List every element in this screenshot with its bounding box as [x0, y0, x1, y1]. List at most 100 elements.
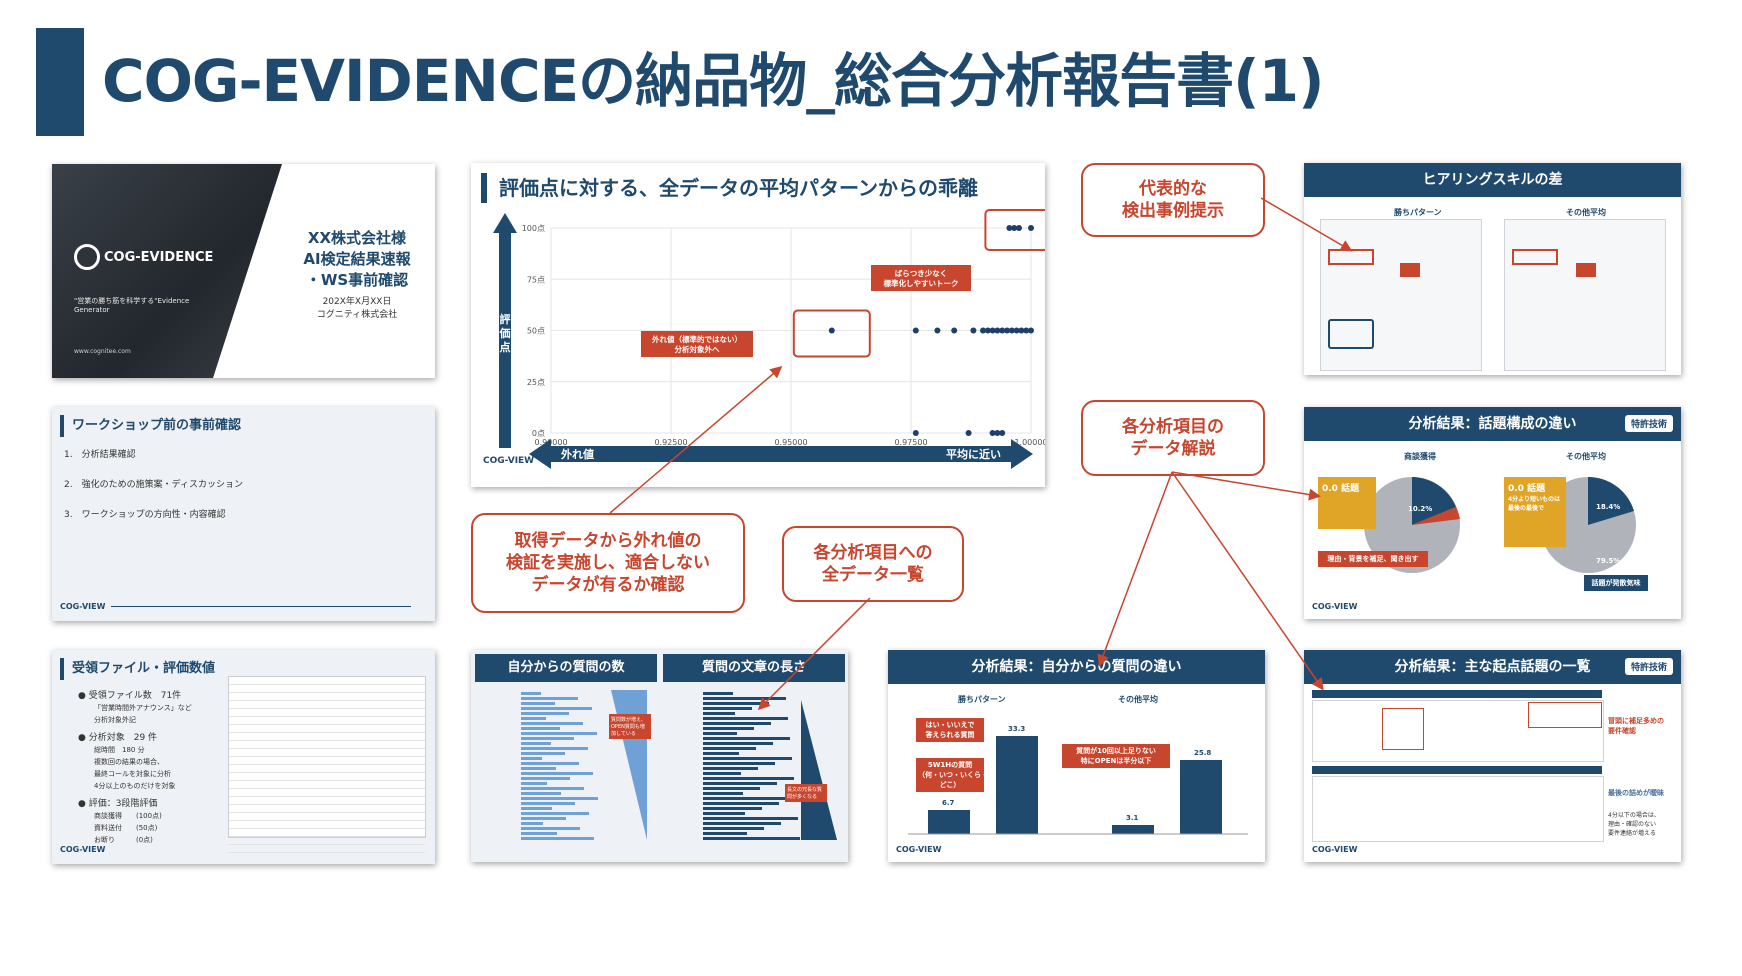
- list-subitem: 4分以上のものだけを対象: [94, 782, 176, 790]
- bar: [521, 837, 594, 840]
- table-row: [229, 837, 425, 845]
- cog-view-footer: COG-VIEW: [60, 602, 412, 611]
- list-item: 3. ワークショップの方向性・内容確認: [64, 510, 226, 520]
- bar: [703, 802, 779, 805]
- data-point: [934, 327, 941, 334]
- question-diff-slide[interactable]: 分析結果：自分からの質問の違い 勝ちパターン その他平均 6.7 33.3 3.…: [888, 650, 1265, 862]
- topic-note: 理由・背景を補足、聞き出す: [1318, 551, 1428, 567]
- x-axis-arrowhead-left: [529, 439, 551, 469]
- table-row: [229, 693, 425, 701]
- table-row: [229, 749, 425, 757]
- start-note: 冒頭に補足多めの 要件確認: [1608, 717, 1664, 735]
- bar: [521, 707, 592, 710]
- topic-note: 話題が発散気味: [1584, 575, 1648, 591]
- topic-structure-slide[interactable]: 分析結果：話題構成の違い 特許技術 商談獲得 その他平均 10.2% 18.4%…: [1304, 407, 1681, 619]
- highlight-box: [1512, 249, 1558, 265]
- standard-note: ばらつき少なく: [895, 268, 948, 278]
- cog-view-footer: COG-VIEW: [1312, 845, 1358, 854]
- data-point: [1013, 327, 1020, 334]
- table-row: [229, 709, 425, 717]
- bar: [703, 822, 781, 825]
- data-point: [912, 430, 919, 436]
- y-axis-label: 評: [500, 312, 511, 326]
- x-tick-label: 1.00000: [1014, 438, 1045, 447]
- x-axis-arrowhead-right: [1011, 439, 1033, 469]
- table-row: [229, 845, 425, 853]
- bar: [521, 702, 555, 705]
- bar: [521, 697, 578, 700]
- question-note: 質問が10回以上足りない 特にOPENは半分以下: [1062, 744, 1170, 768]
- data-point: [1008, 327, 1015, 334]
- bar: [521, 797, 598, 800]
- list-item: 2. 強化のための施策案・ディスカッション: [64, 480, 243, 490]
- highlight-block: [1576, 263, 1596, 277]
- data-point: [965, 430, 972, 436]
- outlier-highlight-box: [792, 309, 871, 358]
- bar: [521, 777, 570, 780]
- table-row: [229, 725, 425, 733]
- bar: [521, 792, 561, 795]
- standard-highlight-box: [984, 209, 1045, 251]
- bar: [1112, 825, 1154, 834]
- received-title: 受領ファイル・評価数値: [60, 658, 427, 680]
- workshop-slide-thumbnail[interactable]: ワークショップ前の事前確認 1. 分析結果確認 2. 強化のための施策案・ディス…: [52, 407, 435, 621]
- y-tick-label: 100点: [522, 224, 545, 233]
- data-point: [994, 327, 1001, 334]
- bar: [521, 747, 588, 750]
- callout-all-items: 各分析項目への 全データ一覧: [782, 526, 964, 602]
- start-topics-slide[interactable]: 分析結果：主な起点話題の一覧 特許技術 冒頭に補足多めの 要件確認 最後の詰めが…: [1304, 650, 1681, 862]
- logo-ring-icon: [74, 244, 100, 270]
- highlight-block: [1400, 263, 1420, 277]
- cover-dark-panel: [52, 164, 282, 378]
- hearing-skill-slide[interactable]: ヒアリングスキルの差 勝ちパターン その他平均: [1304, 163, 1681, 375]
- outlier-note: 外れ値（標準的ではない）: [652, 334, 742, 344]
- pie-slice: [1588, 476, 1634, 525]
- y-tick-label: 75点: [527, 275, 545, 284]
- bar: [703, 712, 735, 715]
- standard-note: 標準化しやすいトーク: [884, 278, 959, 288]
- cover-url: www.cognitee.com: [74, 348, 131, 355]
- bar: [703, 762, 775, 765]
- data-point: [1028, 327, 1034, 334]
- table-row: [229, 733, 425, 741]
- data-point: [1006, 225, 1013, 231]
- callout-outlier-check: 取得データから外れ値の 検証を実施し、適合しない データが有るか確認: [471, 513, 745, 613]
- bar: [521, 812, 589, 815]
- bar: [703, 732, 737, 735]
- bar: [521, 807, 552, 810]
- bar: [521, 817, 566, 820]
- question-count-slide[interactable]: 自分からの質問の数 質問の文章の長さ 質問数が増え、OPEN質問も増加している …: [471, 650, 848, 862]
- table-row: [229, 765, 425, 773]
- data-point: [994, 430, 1001, 436]
- bar: [521, 767, 556, 770]
- highlight-box: [1382, 708, 1424, 750]
- cover-slide-thumbnail[interactable]: COG-EVIDENCE "営業の勝ち筋を科学する"Evidence Gener…: [52, 164, 435, 378]
- list-item: 1. 分析結果確認: [64, 450, 136, 460]
- bar: [521, 742, 551, 745]
- y-tick-label: 0点: [532, 429, 545, 438]
- callout-explain: 各分析項目の データ解説: [1081, 400, 1265, 476]
- bar: [703, 787, 760, 790]
- question-note: 質問数が増え、OPEN質問も増加している: [609, 714, 651, 739]
- bar-label: 6.7: [942, 799, 955, 807]
- highlight-box: [1528, 702, 1602, 728]
- question-note: はい・いいえで 答えられる質問: [916, 718, 984, 742]
- question-note: 長文の冗長な質問が多くなる: [785, 784, 827, 802]
- bar: [703, 832, 747, 835]
- bar: [703, 767, 758, 770]
- data-point: [1023, 327, 1030, 334]
- bar: [703, 772, 741, 775]
- y-axis-arrow: [499, 233, 511, 448]
- received-files-slide-thumbnail[interactable]: 受領ファイル・評価数値 ● 受領ファイル数 71件 「営業時間外アナウンス」など…: [52, 650, 435, 864]
- bar: [521, 782, 547, 785]
- bar: [703, 777, 794, 780]
- bar: [703, 827, 764, 830]
- col-label: その他平均: [1566, 452, 1606, 461]
- col-label: 商談獲得: [1404, 452, 1436, 461]
- bar: [521, 737, 574, 740]
- col-label: その他平均: [1566, 208, 1606, 217]
- list-subitem: お断り (0点): [94, 836, 153, 844]
- bar: [703, 752, 739, 755]
- table-row: [229, 701, 425, 709]
